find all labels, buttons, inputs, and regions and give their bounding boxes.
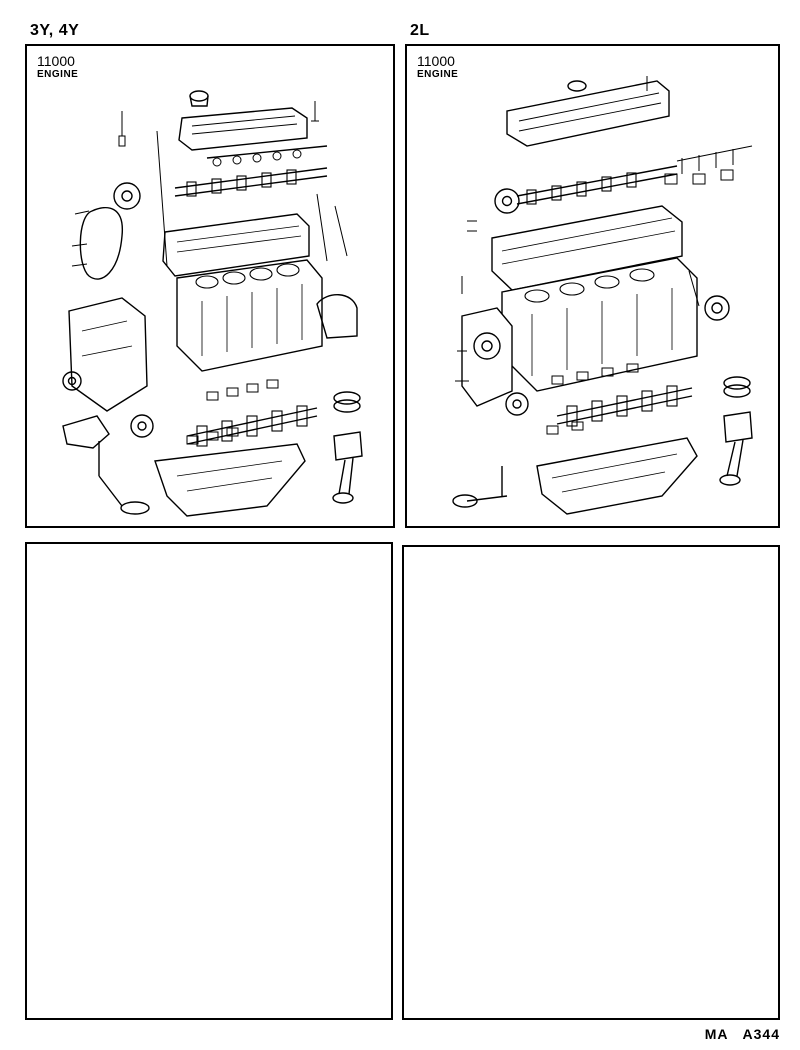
part-code: 11000 [37,53,75,69]
section-header-left: 3Y, 4Y [30,22,80,39]
empty-panel-left [25,542,393,1020]
part-name: ENGINE [37,69,79,80]
empty-panel-right [402,545,780,1020]
section-header-right: 2L [410,22,430,39]
engine-diagram-panel-2l: 11000 ENGINE [405,44,780,528]
footer-code-b: A344 [742,1026,780,1042]
engine-exploded-view-2l [452,76,753,515]
part-code: 11000 [417,53,455,69]
part-name: ENGINE [417,69,459,80]
engine-diagram-panel-3y-4y: 11000 ENGINE [25,44,395,528]
page-reference-code: MA A344 [691,1026,780,1042]
footer-code-a: MA [704,1026,729,1042]
engine-exploded-view-3y-4y [62,90,363,517]
